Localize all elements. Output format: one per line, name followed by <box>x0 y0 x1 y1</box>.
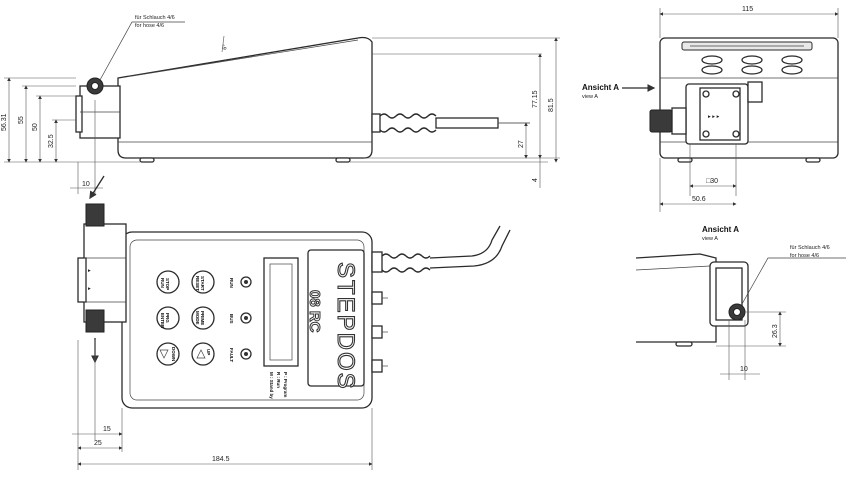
led-label-run: RUN <box>229 278 234 288</box>
angle-label: 6° <box>222 44 229 50</box>
dim-27: 27 <box>518 140 525 148</box>
model-label: 08 RC <box>306 290 323 333</box>
dim-55: 55 <box>18 116 25 124</box>
legend-run: R : Run <box>276 372 281 388</box>
front-view: ▸ ▸ ▸ Ansicht A view A 115 □30 50.6 <box>582 6 839 212</box>
dim-184-5: 184.5 <box>212 456 230 463</box>
dim-30: □30 <box>706 178 718 185</box>
key-up[interactable]: UP <box>206 349 211 355</box>
keypad: STOPRUN STARTRESET PRGENTER PRIMEMODE DO… <box>156 270 215 366</box>
dim-50: 50 <box>32 123 39 131</box>
dim-81-5: 81.5 <box>548 98 555 112</box>
dim-26-3: 26.3 <box>772 324 779 338</box>
detail-hose-note-de: für Schlauch 4/6 <box>790 245 830 251</box>
detail-view-a: Ansicht A view A für Schlauch 4/6 for ho… <box>635 225 846 380</box>
view-a-label-de: Ansicht A <box>582 83 619 92</box>
down-triangle-icon <box>159 349 169 359</box>
key-start-reset[interactable]: STARTRESET <box>195 276 205 291</box>
led-label-fault: FAULT <box>229 348 234 362</box>
key-down[interactable]: DOWN <box>171 347 176 361</box>
legend-program: P : Program <box>283 372 288 397</box>
dim-4: 4 <box>532 178 539 182</box>
detail-view-a-de: Ansicht A <box>702 225 739 234</box>
detail-view-a-en: view A <box>702 236 718 242</box>
flow-arrow-icon: ▸ <box>88 268 91 274</box>
dim-77-15: 77.15 <box>532 90 539 108</box>
dim-50-6: 50.6 <box>692 196 706 203</box>
down-arrow-icon <box>89 175 105 200</box>
side-view: für Schlauch 4/6 for hose 4/6 6° 56.31 5… <box>1 15 560 194</box>
up-triangle-icon <box>196 349 206 359</box>
display <box>263 257 299 367</box>
key-stop-run[interactable]: STOPRUN <box>160 278 170 290</box>
dim-10-detail: 10 <box>740 366 748 373</box>
dim-56-31: 56.31 <box>1 113 8 131</box>
dim-25: 25 <box>94 440 102 447</box>
dim-32-5: 32.5 <box>48 134 55 148</box>
hose-note-de: für Schlauch 4/6 <box>135 15 175 21</box>
legend-standby: M : Stand by <box>269 372 274 399</box>
top-view: ▸ ▸ STOPRUN STARTRESET PRGENTER PRIMEMOD… <box>72 175 511 470</box>
key-prg-enter[interactable]: PRGENTER <box>160 313 170 329</box>
detail-hose-note-en: for hose 4/6 <box>790 253 819 259</box>
dim-115: 115 <box>742 6 753 13</box>
dim-15: 15 <box>103 426 111 433</box>
hose-note-en: for hose 4/6 <box>135 23 164 29</box>
flow-arrow-icon-3: ▸ ▸ ▸ <box>708 114 720 120</box>
led-column: RUN BUS FAULT <box>229 276 252 362</box>
dim-10-side: 10 <box>82 181 90 188</box>
led-label-bus: BUS <box>229 314 234 324</box>
flow-arrow-icon-2: ▸ <box>88 286 91 292</box>
view-a-label-en: view A <box>582 94 598 100</box>
brand-label: STEPDOS <box>332 262 359 391</box>
key-prime-mode[interactable]: PRIMEMODE <box>195 311 205 325</box>
